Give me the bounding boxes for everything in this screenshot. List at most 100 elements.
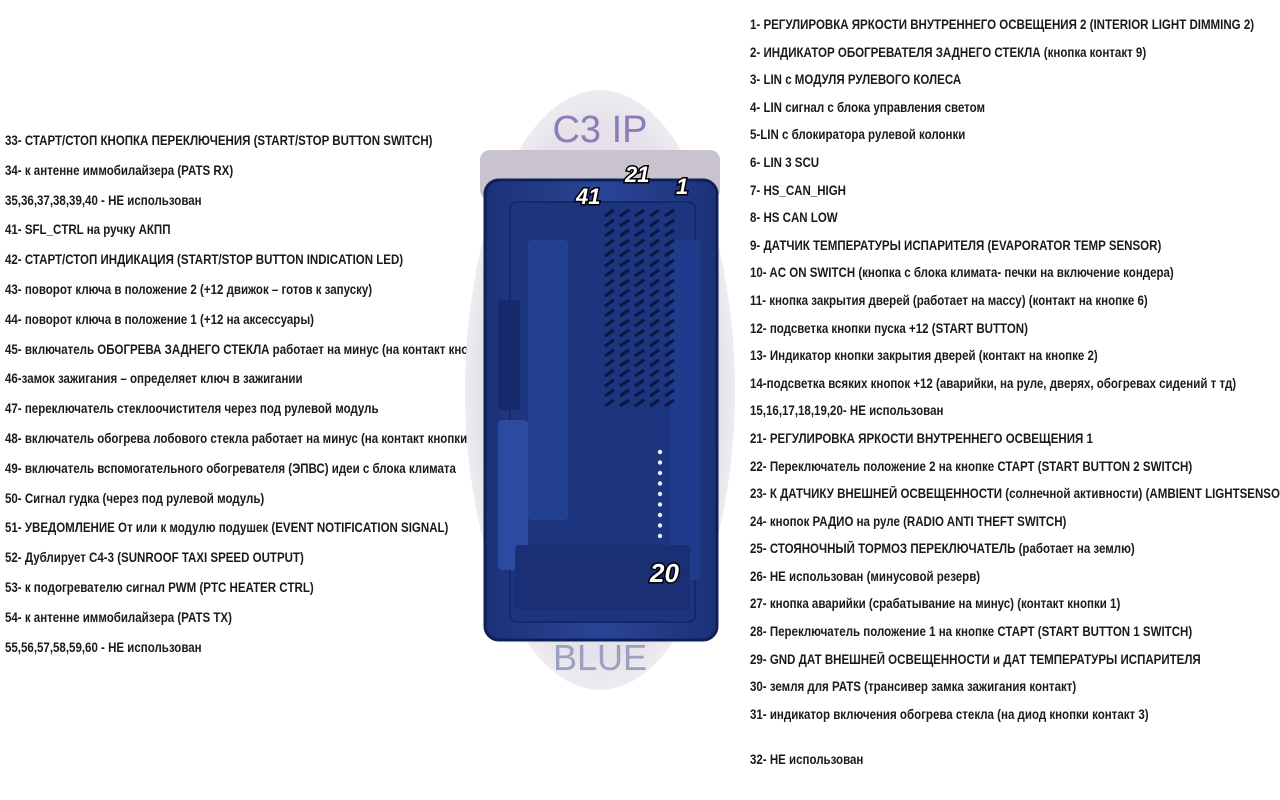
pin-contact (657, 470, 663, 476)
pin-socket (664, 318, 675, 328)
pin-socket (649, 288, 660, 298)
pin-socket (649, 298, 660, 308)
pin-socket (619, 228, 630, 238)
pin-socket (604, 308, 615, 318)
pin-socket (649, 258, 660, 268)
pin-socket (649, 348, 660, 358)
pin-socket (634, 368, 645, 378)
pin-socket (649, 228, 660, 238)
pin-description: 25- СТОЯНОЧНЫЙ ТОРМОЗ ПЕРЕКЛЮЧАТЕЛЬ (раб… (750, 541, 1135, 557)
pin-description: 22- Переключатель положение 2 на кнопке … (750, 458, 1193, 474)
pin-description: 27- кнопка аварийки (срабатывание на мин… (750, 596, 1121, 612)
pin-description: 2- ИНДИКАТОР ОБОГРЕВАТЕЛЯ ЗАДНЕГО СТЕКЛА… (750, 44, 1147, 60)
pin-socket (619, 218, 630, 228)
pin-socket (634, 238, 645, 248)
pin-socket (634, 278, 645, 288)
pin-description: 45- включатель ОБОГРЕВА ЗАДНЕГО СТЕКЛА р… (5, 341, 502, 357)
pin-socket (604, 338, 615, 348)
pin-socket (604, 378, 615, 388)
pin-socket (649, 208, 660, 218)
pin-socket (664, 228, 675, 238)
pin-socket (634, 338, 645, 348)
pin-description: 5-LIN с блокиратора рулевой колонки (750, 127, 966, 143)
pin-description: 48- включатель обогрева лобового стекла … (5, 430, 481, 446)
pin-socket (649, 328, 660, 338)
latch-ridge-left-lower (498, 420, 528, 570)
pin-socket (649, 238, 660, 248)
pin-socket (634, 268, 645, 278)
pin-socket (604, 278, 615, 288)
pin-description: 14-подсветка всяких кнопок +12 (аварийки… (750, 375, 1237, 391)
pin-socket (634, 298, 645, 308)
pin-socket (619, 258, 630, 268)
pin-socket (664, 238, 675, 248)
pin-description: 55,56,57,58,59,60 - НЕ использован (5, 639, 202, 655)
pin-description: 53- к подогревателю сигнал PWM (PTC HEAT… (5, 579, 314, 595)
pin-socket (619, 288, 630, 298)
pin-socket (664, 328, 675, 338)
pin-description: 23- К ДАТЧИКУ ВНЕШНЕЙ ОСВЕЩЕННОСТИ (солн… (750, 486, 1280, 502)
pin-socket (664, 378, 675, 388)
pin-socket (634, 228, 645, 238)
connector-image: C3 IP BLUE 41 21 1 20 (465, 90, 735, 690)
pin-contact (657, 481, 663, 486)
pin-socket (619, 388, 630, 398)
pin-socket (619, 278, 630, 288)
pin-socket (619, 238, 630, 248)
pin-description: 42- СТАРТ/СТОП ИНДИКАЦИЯ (START/STOP BUT… (5, 252, 404, 268)
pin-description: 54- к антенне иммобилайзера (PATS TX) (5, 609, 232, 625)
pin-socket (649, 368, 660, 378)
pin-contact (657, 460, 663, 465)
left-pin-list: 33- СТАРТ/СТОП КНОПКА ПЕРЕКЛЮЧЕНИЯ (STAR… (5, 133, 582, 669)
pin-socket (664, 258, 675, 268)
pin-socket (649, 218, 660, 228)
pin-socket (649, 308, 660, 318)
pin-socket (634, 248, 645, 258)
inner-wall-right (670, 240, 700, 580)
pin-socket (604, 398, 615, 408)
cavity-floor (515, 545, 690, 610)
pin-socket (664, 268, 675, 278)
pin-socket (619, 308, 630, 318)
pin-socket (634, 208, 645, 218)
pin-socket (604, 388, 615, 398)
pin-socket (649, 358, 660, 368)
pin-socket (619, 298, 630, 308)
pin-socket (604, 348, 615, 358)
pin-socket (604, 238, 615, 248)
pin-description: 46-замок зажигания – определяет ключ в з… (5, 371, 303, 387)
pin-socket (604, 288, 615, 298)
pin-socket (619, 338, 630, 348)
pin-description: 50- Сигнал гудка (через под рулевой моду… (5, 490, 265, 506)
pin-socket (604, 218, 615, 228)
pin-socket (619, 208, 630, 218)
pin-socket (634, 348, 645, 358)
right-pin-list: 1- РЕГУЛИРОВКА ЯРКОСТИ ВНУТРЕННЕГО ОСВЕЩ… (750, 17, 1280, 780)
pin-mark-21: 21 (624, 162, 649, 187)
pin-description: 35,36,37,38,39,40 - НЕ использован (5, 192, 202, 208)
pin-socket (664, 248, 675, 258)
pin-description: 3- LIN с МОДУЛЯ РУЛЕВОГО КОЛЕСА (750, 72, 962, 88)
pin-description: 47- переключатель стеклоочистителя через… (5, 401, 379, 417)
pin-socket (604, 228, 615, 238)
pin-contact (657, 502, 663, 507)
pin-socket (604, 368, 615, 378)
pin-socket (649, 388, 660, 398)
connector-bottom-label: BLUE (553, 637, 647, 678)
pin-mark-41: 41 (575, 184, 600, 209)
pin-description: 33- СТАРТ/СТОП КНОПКА ПЕРЕКЛЮЧЕНИЯ (STAR… (5, 133, 433, 148)
pin-description: 10- AC ON SWITCH (кнопка с блока климата… (750, 265, 1174, 281)
pin-socket (619, 368, 630, 378)
pin-description: 4- LIN сигнал с блока управления светом (750, 99, 986, 115)
pin-description: 32- НЕ использован (750, 752, 864, 768)
pin-socket (634, 358, 645, 368)
pin-description: 30- земля для PATS (трансивер замка зажи… (750, 679, 1077, 695)
pin-socket (649, 268, 660, 278)
pin-description: 11- кнопка закрытия дверей (работает на … (750, 292, 1148, 308)
pin-socket (649, 248, 660, 258)
pin-socket (619, 318, 630, 328)
pin-description: 13- Индикатор кнопки закрытия дверей (ко… (750, 348, 1098, 364)
pin-socket (664, 288, 675, 298)
pin-socket (664, 368, 675, 378)
pin-socket (619, 398, 630, 408)
